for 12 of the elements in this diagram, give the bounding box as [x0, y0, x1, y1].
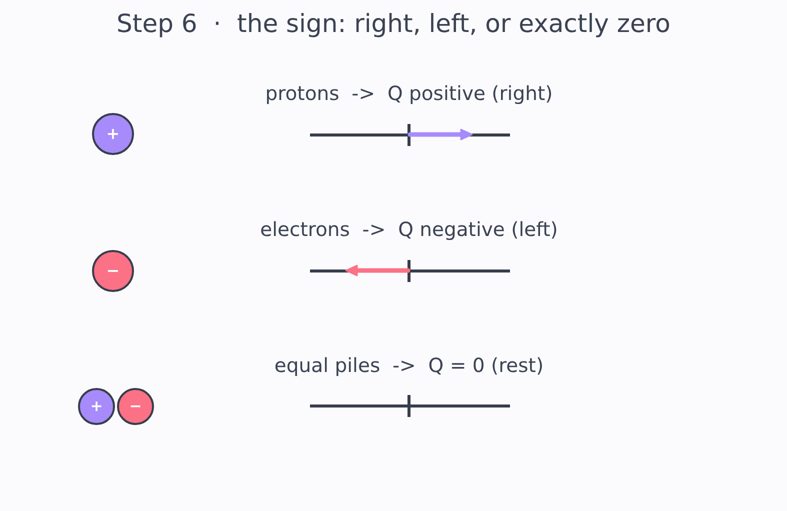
negative-charge-circle — [117, 388, 154, 424]
positive-charge-circle — [78, 388, 115, 424]
row-caption: electrons -> Q negative (left) — [260, 219, 558, 242]
charge-sign: − — [129, 398, 142, 414]
diagram-title: Step 6 · the sign: right, left, or exactly zero — [116, 10, 670, 39]
charge-sign: − — [106, 263, 120, 279]
charge-sign: + — [106, 126, 120, 142]
row-caption: protons -> Q positive (right) — [265, 83, 553, 106]
charge-sign: + — [90, 398, 103, 414]
negative-charge-circle — [92, 250, 134, 292]
positive-charge-circle — [92, 113, 134, 155]
row-caption: equal piles -> Q = 0 (rest) — [274, 355, 544, 378]
